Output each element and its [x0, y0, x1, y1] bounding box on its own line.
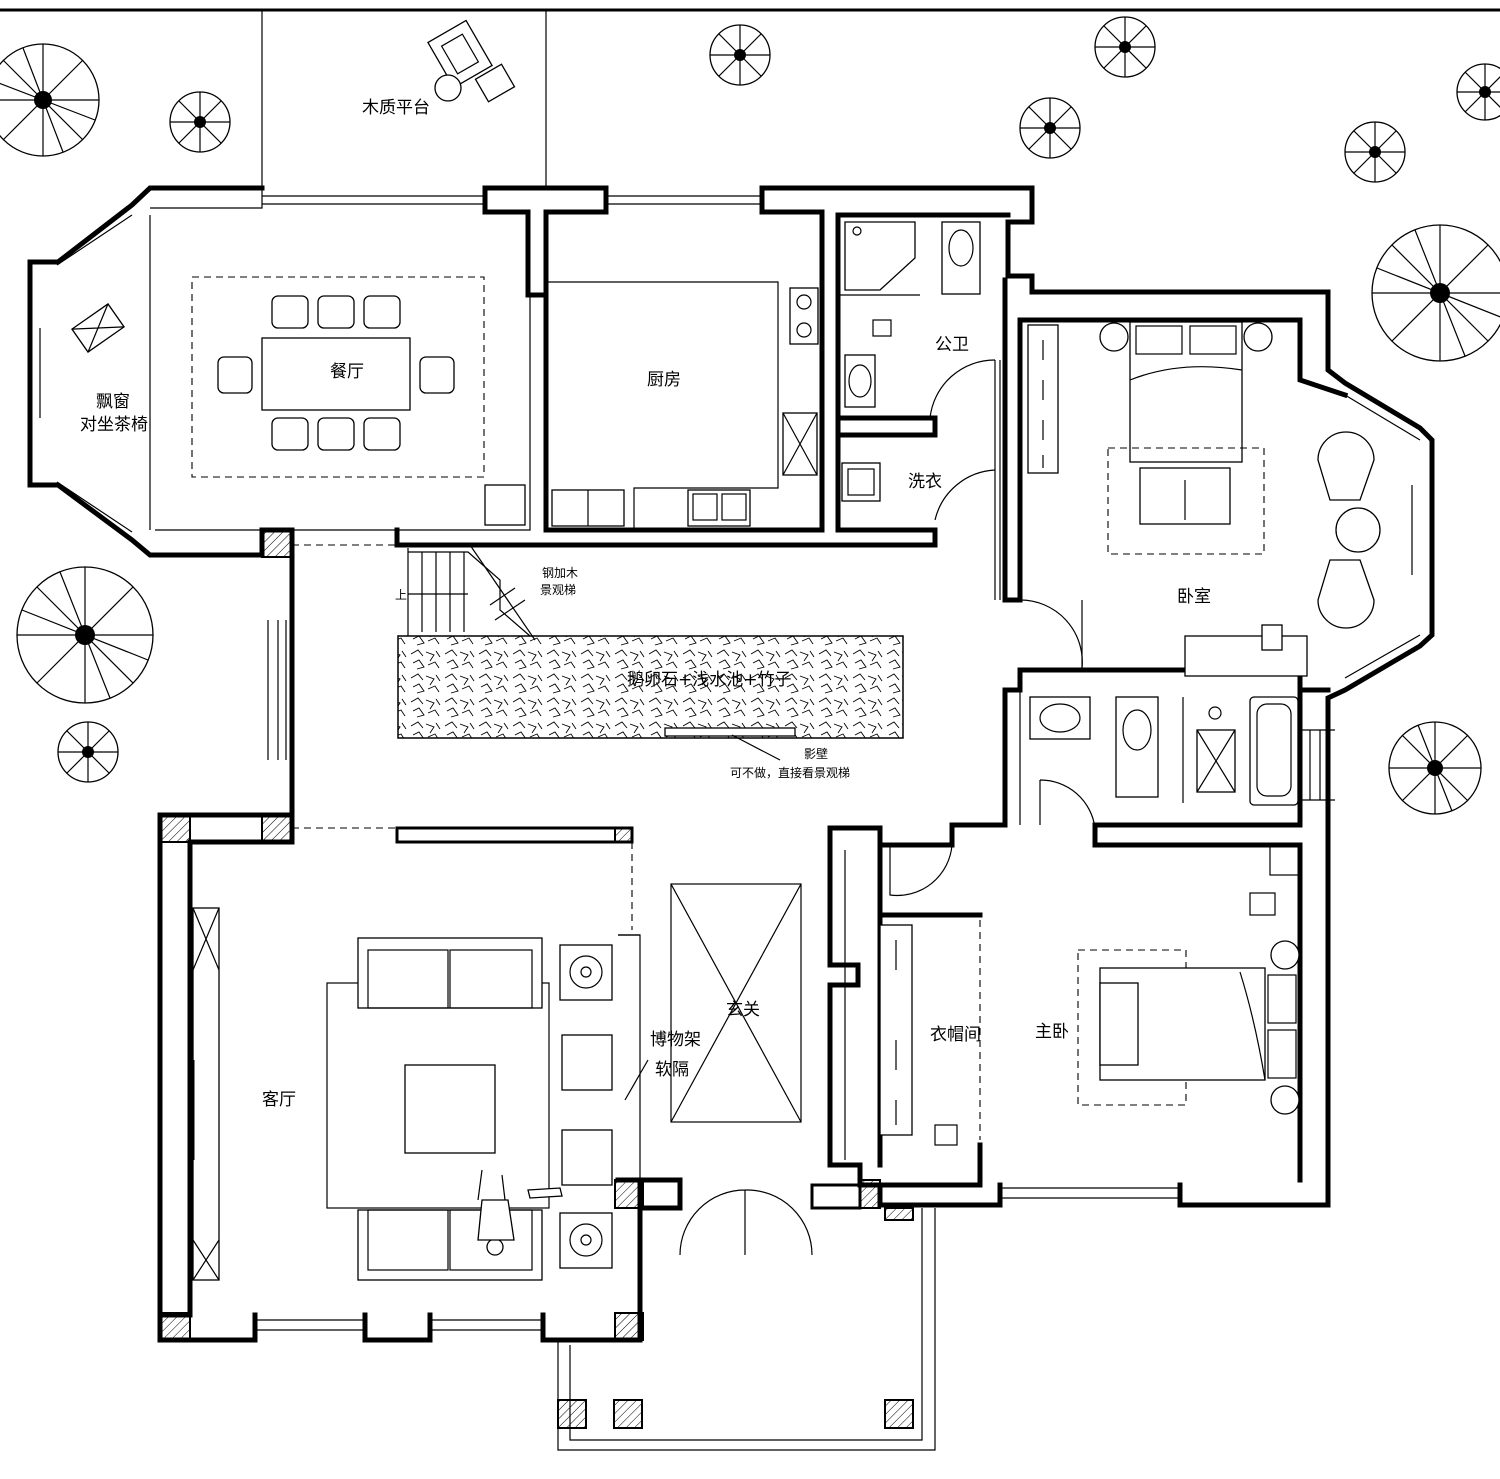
closet-label: 衣帽间	[930, 1025, 981, 1045]
cushion-icon	[71, 303, 125, 353]
tree-icon	[1019, 97, 1081, 159]
tree-icon	[0, 43, 100, 157]
bathtub-icon	[1249, 696, 1299, 806]
screen-wall-note: 可不做，直接看景观梯	[730, 765, 850, 780]
interior-walls	[155, 212, 1011, 1180]
shelf-label: 博物架	[650, 1030, 701, 1050]
armchair-icon	[1317, 431, 1375, 501]
foyer-skylight	[670, 883, 802, 1123]
toilet-icon	[1115, 696, 1159, 798]
screen-wall-label: 影壁	[804, 746, 828, 761]
bed-icon	[1129, 321, 1243, 463]
bay-window-sublabel: 对坐茶椅	[80, 415, 148, 435]
tv-cabinet-icon	[192, 907, 220, 1281]
foyer-label: 玄关	[726, 1000, 760, 1020]
side-table-icon	[559, 944, 613, 1001]
bedroom-area: 卧室	[1027, 321, 1381, 677]
tree-icon	[57, 721, 119, 783]
toilet-icon	[941, 221, 981, 295]
landscape-feature: 鹅卵石+浅水池+竹子 上 钢加木 景观梯 影壁 可不做，直接看景观梯	[395, 544, 904, 780]
tree-icon	[1388, 721, 1482, 815]
dining-area: 餐厅 飘窗 对坐茶椅	[71, 276, 485, 478]
exterior-walls	[27, 185, 1435, 1451]
living-label: 客厅	[262, 1090, 296, 1110]
tree-icons	[0, 16, 1500, 815]
bedroom-label: 卧室	[1177, 587, 1211, 607]
chair-icons	[217, 295, 455, 451]
armchair-icon	[1317, 559, 1375, 629]
master-suite: 衣帽间 主卧	[879, 844, 1301, 1146]
master-label: 主卧	[1035, 1022, 1069, 1042]
washbasin-icon	[1029, 696, 1091, 740]
stair-up-label: 上	[395, 588, 407, 602]
stair-note-sublabel: 景观梯	[540, 583, 576, 597]
dining-label: 餐厅	[330, 362, 364, 382]
bay-window-label: 飘窗	[96, 392, 130, 412]
dining-table	[261, 337, 411, 411]
deck-label: 木质平台	[362, 98, 430, 118]
tree-icon	[16, 566, 154, 704]
ensuite-bath-area	[1029, 696, 1299, 806]
public-bath-label: 公卫	[935, 335, 969, 355]
stove-icon	[789, 287, 819, 345]
coffee-table-icon	[404, 1064, 496, 1154]
tree-icon	[169, 91, 231, 153]
laundry-label: 洗衣	[908, 472, 942, 492]
kitchen-label: 厨房	[647, 370, 681, 390]
kitchen-area: 厨房	[484, 281, 819, 530]
bench-icon	[1099, 982, 1139, 1066]
tree-icon	[1456, 63, 1500, 121]
tree-icon	[1094, 16, 1156, 78]
living-area: 客厅 博物架 软隔	[191, 907, 701, 1281]
lounge-chair-icon	[427, 19, 516, 103]
shower-icon	[844, 221, 916, 291]
deck-area: 木质平台	[0, 8, 1500, 186]
armchair-icon	[561, 1034, 613, 1091]
person-with-dog-icon	[477, 1169, 563, 1256]
water-feature-label: 鹅卵石+浅水池+竹子	[627, 670, 792, 690]
stair-note-label: 钢加木	[542, 566, 578, 580]
foyer-area: 玄关	[670, 883, 802, 1123]
door-swings	[679, 359, 1096, 1256]
tree-icon	[1371, 224, 1500, 362]
public-bath-area: 公卫 洗衣	[841, 221, 981, 502]
desk-icon	[1184, 635, 1308, 677]
pebble-pool	[397, 635, 904, 739]
armchair-icon	[561, 1129, 613, 1186]
screen-wall	[664, 727, 796, 737]
washbasin-icon	[844, 354, 876, 408]
tree-icon	[709, 24, 771, 86]
tea-table-icon	[1335, 507, 1381, 553]
tree-icon	[1344, 121, 1406, 183]
side-table-icon	[559, 1212, 613, 1269]
shelf-sublabel: 软隔	[655, 1060, 689, 1080]
